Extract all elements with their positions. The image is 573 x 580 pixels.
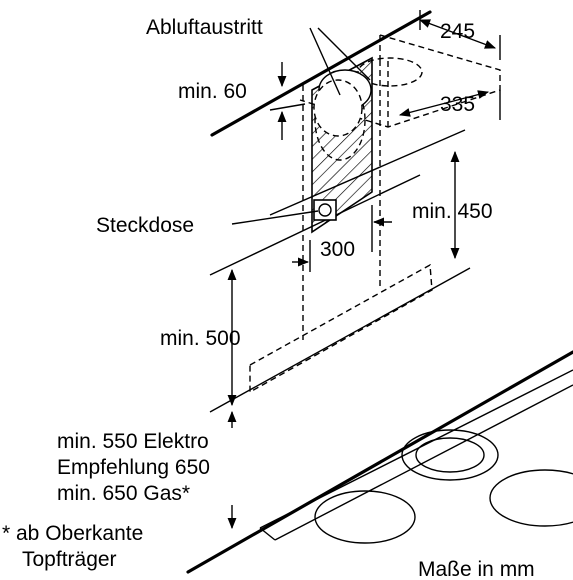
dim-min60 <box>269 62 306 140</box>
dim-245 <box>418 10 501 60</box>
label-footnote-line2: Topfträger <box>22 548 117 571</box>
label-dim-min450: min. 450 <box>412 200 493 223</box>
label-socket: Steckdose <box>96 214 194 237</box>
dim-300 <box>292 205 392 272</box>
label-dim-245: 245 <box>440 20 475 43</box>
label-dim-min60: min. 60 <box>178 80 247 103</box>
label-exhaust-outlet: Abluftaustritt <box>146 16 263 39</box>
label-dim-335: 335 <box>440 93 475 116</box>
socket-icon <box>313 199 337 221</box>
exhaust-duct-hatched <box>311 56 373 234</box>
label-dim-min500: min. 500 <box>160 327 241 350</box>
ceiling-line <box>210 10 432 137</box>
cooktop <box>186 350 573 574</box>
label-dim-300: 300 <box>320 238 355 261</box>
burner-3 <box>489 469 573 527</box>
hood-outline-dashed <box>249 60 433 394</box>
burner-1 <box>401 429 499 481</box>
label-footnote-line1: * ab Oberkante <box>2 522 143 545</box>
socket-leader <box>231 210 319 225</box>
label-units: Maße in mm <box>418 558 535 580</box>
label-note-line1: min. 550 Elektro <box>57 430 209 453</box>
hood-bottom-line <box>209 267 471 413</box>
exhaust-leader-1 <box>309 27 341 96</box>
label-note-line2: Empfehlung 650 <box>57 456 210 479</box>
label-note-line3: min. 650 Gas* <box>57 482 190 505</box>
burner-1-inner <box>415 437 485 473</box>
exhaust-leader-2 <box>317 27 371 81</box>
burner-2 <box>314 490 416 544</box>
dim-335 <box>398 90 501 120</box>
